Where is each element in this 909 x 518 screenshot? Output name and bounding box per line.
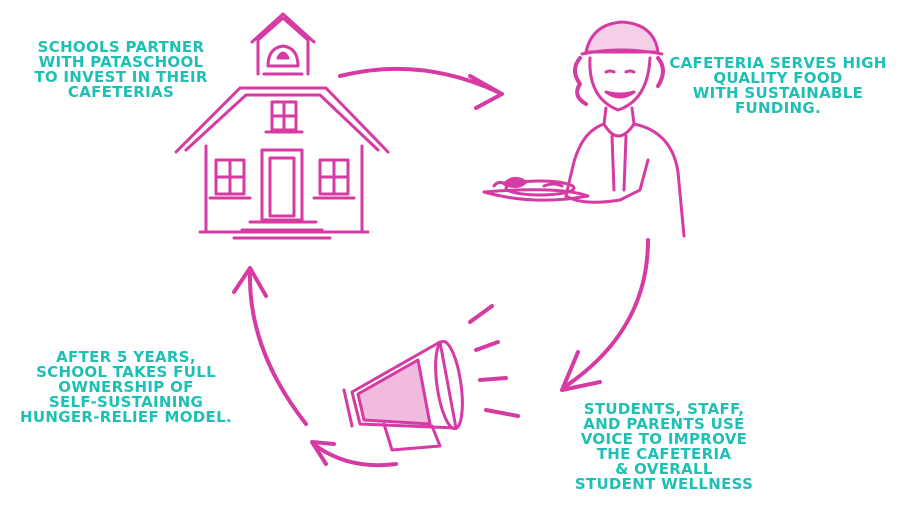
cafeteria-worker-icon bbox=[482, 20, 686, 238]
step-1-line: cafeterias bbox=[67, 83, 175, 101]
step-4-line: After 5 years, bbox=[56, 348, 196, 366]
step-3-line: student wellness bbox=[574, 475, 754, 493]
step-3-line: & overall bbox=[615, 460, 713, 478]
step-2-line: funding. bbox=[735, 99, 821, 117]
step-1-line: with Pataschool bbox=[38, 53, 204, 71]
step-2-line: Cafeteria serves high bbox=[669, 54, 887, 72]
arrow-school-to-cafeteria bbox=[338, 66, 504, 110]
step-1-text: Schools partner with Pataschool to inves… bbox=[26, 40, 216, 100]
megaphone-icon bbox=[342, 304, 520, 452]
step-2-line: with sustainable bbox=[692, 84, 864, 102]
step-3-line: the cafeteria bbox=[596, 445, 732, 463]
step-1-line: Schools partner bbox=[37, 38, 205, 56]
step-2-line: quality food bbox=[713, 69, 843, 87]
step-3-line: and parents use bbox=[583, 415, 745, 433]
step-2-text: Cafeteria serves high quality food with … bbox=[662, 56, 894, 116]
step-4-line: hunger-relief model. bbox=[20, 408, 232, 426]
arrow-cafeteria-to-voice bbox=[560, 238, 650, 392]
arrow-voice-to-ownership bbox=[310, 440, 398, 468]
step-3-text: Students, staff, and parents use voice t… bbox=[548, 402, 780, 492]
schoolhouse-icon bbox=[174, 12, 390, 240]
arrow-ownership-to-school bbox=[232, 266, 308, 426]
step-4-line: ownership of bbox=[58, 378, 194, 396]
step-4-line: self-sustaining bbox=[48, 393, 204, 411]
step-1-line: to invest in their bbox=[34, 68, 208, 86]
step-4-text: After 5 years, school takes full ownersh… bbox=[10, 350, 242, 425]
step-3-line: Students, staff, bbox=[583, 400, 745, 418]
step-3-line: voice to improve bbox=[580, 430, 748, 448]
step-4-line: school takes full bbox=[36, 363, 216, 381]
